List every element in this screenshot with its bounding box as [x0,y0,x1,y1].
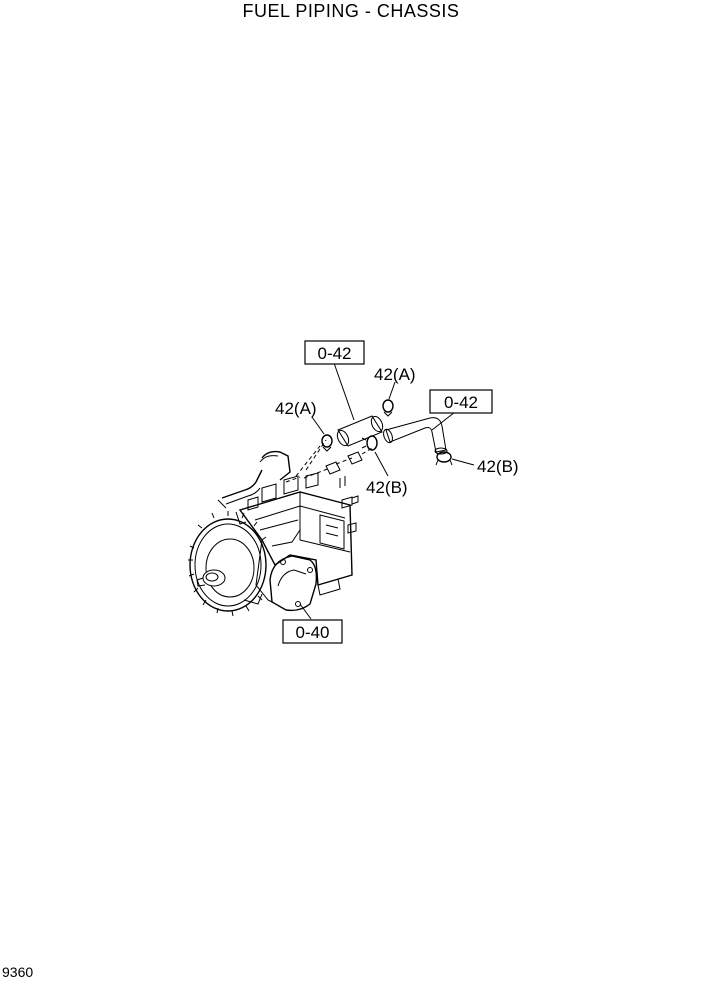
page-title: FUEL PIPING - CHASSIS [242,1,460,21]
svg-text:0-42: 0-42 [317,344,351,363]
callout-clip-b-center: 42(B) [366,478,408,497]
svg-text:0-40: 0-40 [295,623,329,642]
callout-clip-b-right: 42(B) [477,457,519,476]
callout-clip-a-left: 42(A) [275,399,317,418]
callout-ref-pump: 0-40 [282,619,343,644]
clip-b-center-icon [361,435,378,451]
clip-b-right-icon [435,451,453,466]
page-number: 9360 [2,964,34,980]
hose-straight [336,415,384,447]
callout-clip-a-upper: 42(A) [374,365,416,384]
injection-pump [188,450,359,617]
clip-a-left-icon [321,434,333,452]
hose-bent [383,417,448,455]
callout-ref-hose-upper: 0-42 [304,340,365,365]
svg-text:0-42: 0-42 [444,393,478,412]
clip-a-upper-icon [382,399,394,417]
leader-lines [299,362,475,620]
callout-ref-hose-right: 0-42 [429,389,493,414]
